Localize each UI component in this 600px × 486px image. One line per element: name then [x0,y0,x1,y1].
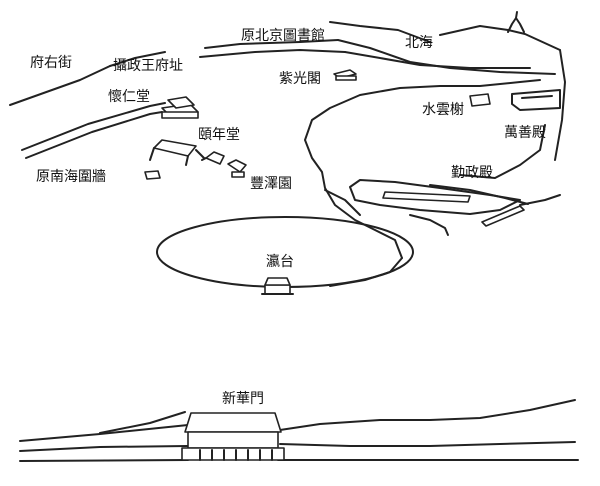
yingtai-building [261,277,294,295]
label-xinhuamen: 新華門 [222,391,264,407]
qinzhengdian-building [349,179,525,227]
west-road-lines [9,51,166,159]
label-yiniantang: 頤年堂 [198,127,240,143]
label-fuyoujie: 府右街 [30,55,72,71]
label-yuanbeijing-library: 原北京圖書館 [241,27,325,44]
xinhuamen-wall-lines [19,399,579,462]
yiniantang-building [144,139,247,180]
label-shezheng-wangfu: 攝政王府址 [113,58,183,74]
xinhuamen-gate [181,412,285,461]
yingtai-island [156,216,414,288]
label-fengzeyuan: 豐澤園 [250,176,292,192]
label-yingtai: 瀛台 [266,253,294,270]
shuiyunxie-pavilion [469,89,561,111]
label-huairentang: 懷仁堂 [108,89,150,105]
label-ziguangge: 紫光閣 [279,71,321,87]
north-road-lines [199,21,566,161]
label-wanshandian: 萬善殿 [504,125,546,141]
huairentang-building [161,96,199,119]
ziguangge-building [333,69,357,81]
beihai-pagoda-icon [507,11,525,33]
label-yuan-nanhai-wall: 原南海圍牆 [36,169,106,185]
label-qinzhengdian: 勤政殿 [451,165,493,181]
label-shuiyunxie: 水雲榭 [422,102,464,118]
label-beihai: 北海 [405,35,433,51]
